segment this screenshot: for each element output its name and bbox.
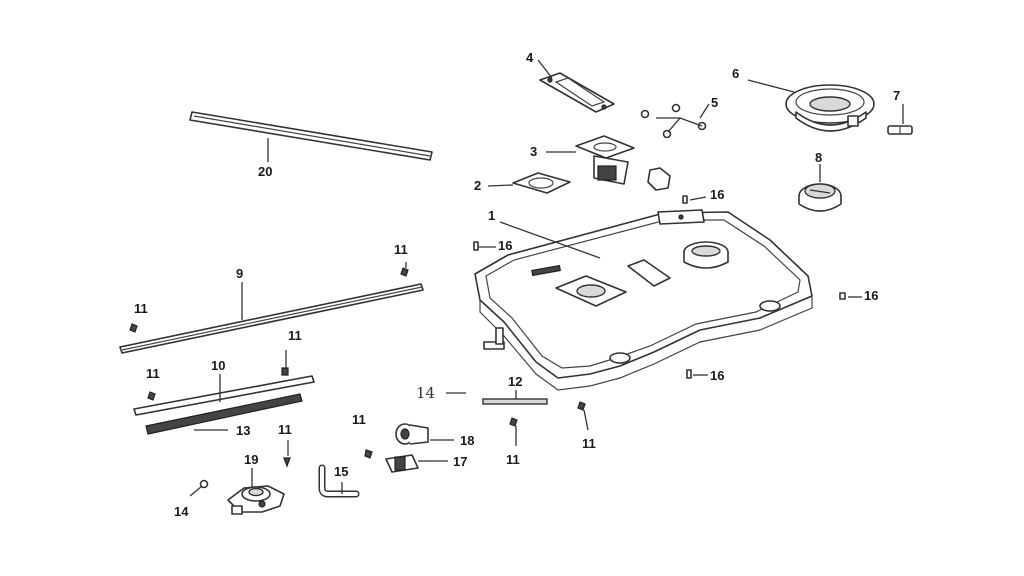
part-9-strip [119,283,424,354]
callout-11-c: 11 [288,328,302,343]
part-10-strip [133,375,315,416]
part-12-strip [482,398,548,405]
part-3-sender-unit [575,135,671,191]
callout-14-a: 14 [416,384,435,402]
callout-11-f: 11 [352,412,366,427]
part-17-connector [385,454,426,473]
part-15-hose [318,464,360,498]
callout-7: 7 [893,88,900,103]
part-14-screw [189,479,209,497]
callout-19: 19 [244,452,258,467]
part-2-gasket [512,172,571,194]
callout-5: 5 [711,95,718,110]
callout-15: 15 [334,464,348,479]
callout-2: 2 [474,178,481,193]
part-8-fuel-cap [798,183,842,212]
part-4-plate [539,72,615,113]
part-7-pin [887,125,913,135]
callout-18: 18 [460,433,474,448]
callout-11-g: 11 [506,452,520,467]
part-6-filler-ring [785,84,875,132]
callout-16-b: 16 [498,238,512,253]
callout-17: 17 [453,454,467,469]
callout-4: 4 [526,50,534,65]
callout-10: 10 [211,358,225,373]
callout-13: 13 [236,423,250,438]
leader-lines [194,59,904,494]
callout-16-c: 16 [864,288,878,303]
callout-9: 9 [236,266,243,281]
callout-11-d: 11 [146,366,160,381]
callout-11-b: 11 [134,301,148,316]
callout-3: 3 [530,144,537,159]
part-1-fuel-tank [474,209,813,391]
part-16-screws [473,195,846,379]
callout-14-b: 14 [174,504,189,519]
part-20-strip [189,111,433,161]
callout-8: 8 [815,150,822,165]
callout-16-a: 16 [710,187,724,202]
part-11-clips [129,267,586,468]
callout-11-a: 11 [394,242,408,257]
callout-1: 1 [488,208,495,223]
part-13-foam-strip [145,393,303,435]
callout-6: 6 [732,66,739,81]
callout-20: 20 [258,164,272,179]
callout-16-d: 16 [710,368,724,383]
callout-12: 12 [508,374,522,389]
callout-labels: 1 2 3 4 5 6 7 8 9 10 11 11 11 11 11 11 1… [134,50,900,519]
part-19-fuel-valve [227,485,285,515]
callout-11-h: 11 [582,436,596,451]
part-5-screws [640,103,707,139]
part-18-fitting [395,423,429,445]
callout-11-e: 11 [278,422,292,437]
